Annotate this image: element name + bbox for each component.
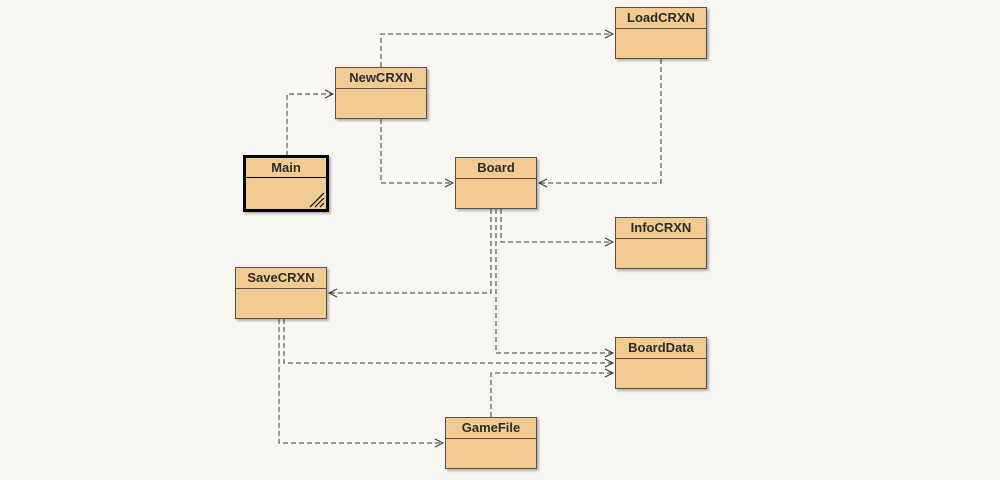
arrowhead-infocrxn (604, 237, 615, 247)
class-name: NewCRXN (336, 68, 426, 89)
arrowhead-gamefile (434, 438, 445, 448)
class-savecrxn[interactable]: SaveCRXN (235, 267, 327, 319)
arrowhead-boarddata-2 (604, 358, 615, 368)
class-name: BoardData (616, 338, 706, 359)
arrowhead-savecrxn (327, 288, 338, 298)
class-name: Board (456, 158, 536, 179)
edge-board-savecrxn (329, 209, 492, 294)
class-infocrxn[interactable]: InfoCRXN (615, 217, 707, 269)
class-name: SaveCRXN (236, 268, 326, 289)
arrowhead-boarddata-1 (604, 348, 615, 358)
class-board[interactable]: Board (455, 157, 537, 209)
edge-loadcrxn-board (539, 59, 662, 184)
edge-board-infocrxn (500, 209, 613, 243)
class-name: GameFile (446, 418, 536, 439)
class-main[interactable]: Main (243, 155, 329, 212)
edge-gamefile-boarddata (490, 372, 613, 417)
edge-main-newcrxn (286, 93, 333, 156)
class-gamefile[interactable]: GameFile (445, 417, 537, 469)
edge-board-boarddata (495, 209, 613, 354)
arrowhead-board-right (537, 178, 548, 188)
edge-newcrxn-board (380, 119, 453, 184)
class-boarddata[interactable]: BoardData (615, 337, 707, 389)
class-newcrxn[interactable]: NewCRXN (335, 67, 427, 119)
class-name: LoadCRXN (616, 8, 706, 29)
class-name: Main (246, 158, 326, 178)
arrowhead-loadcrxn (604, 29, 615, 39)
arrowhead-board-left (444, 178, 455, 188)
class-name: InfoCRXN (616, 218, 706, 239)
resize-grip-icon (309, 192, 325, 208)
arrowhead-newcrxn (324, 89, 335, 99)
edge-newcrxn-loadcrxn (380, 33, 613, 67)
edge-savecrxn-gamefile (278, 319, 443, 444)
arrowhead-boarddata-3 (604, 368, 615, 378)
edge-savecrxn-boarddata (283, 319, 613, 364)
class-loadcrxn[interactable]: LoadCRXN (615, 7, 707, 59)
